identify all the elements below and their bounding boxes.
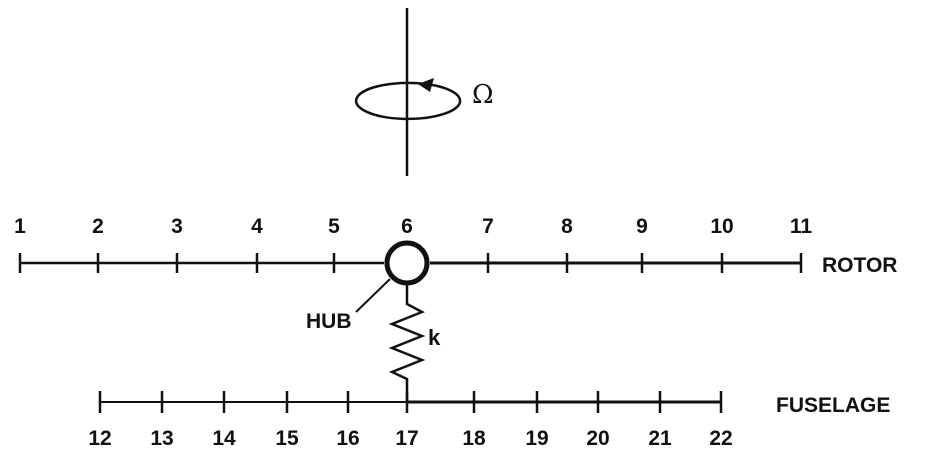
rotor-node-label-10: 10 [710,215,733,238]
rotor-node-label-8: 8 [561,215,573,238]
omega-symbol: Ω [472,80,494,110]
fuselage-node-label-22: 22 [709,427,732,450]
rotation-arrowhead-icon [418,78,434,92]
fuselage-node-label-16: 16 [336,427,359,450]
hub-leader-line [355,278,391,313]
rotor-node-labels: 1 2 3 4 5 6 7 8 9 10 11 [14,215,812,238]
fuselage-node-label-21: 21 [648,427,672,450]
rotor-node-label-1: 1 [14,215,26,238]
fuselage-node-label-15: 15 [275,427,299,450]
fuselage-node-label-20: 20 [586,427,609,450]
fuselage-node-label-17: 17 [395,427,418,450]
spring [388,283,426,402]
rotor-node-label-6: 6 [401,215,413,238]
fuselage-node-label-18: 18 [462,427,486,450]
rotor-node-label-5: 5 [328,215,340,238]
rotor-node-label-11: 11 [790,215,813,238]
spring-constant-label: k [428,325,441,350]
rotor-node-label-3: 3 [171,215,183,238]
rotor-node-label-2: 2 [92,215,104,238]
rotor-node-label-4: 4 [251,215,263,238]
rotor-ticks [18,253,803,273]
fuselage-node-labels: 12 13 14 15 16 17 18 19 20 21 22 [88,427,732,450]
fuselage-node-label-14: 14 [212,427,236,450]
fuselage-node-label-19: 19 [525,427,548,450]
rotor-label: ROTOR [822,254,897,277]
hub-circle [384,240,430,286]
rotor-node-label-7: 7 [482,215,494,238]
fuselage-node-label-13: 13 [150,427,173,450]
rotation-arrow [354,78,462,121]
hub-label: HUB [306,310,352,333]
fuselage-label: FUSELAGE [776,394,890,417]
rotor-node-label-9: 9 [636,215,648,238]
fuselage-node-label-12: 12 [88,427,111,450]
fuselage-ticks [98,391,723,413]
